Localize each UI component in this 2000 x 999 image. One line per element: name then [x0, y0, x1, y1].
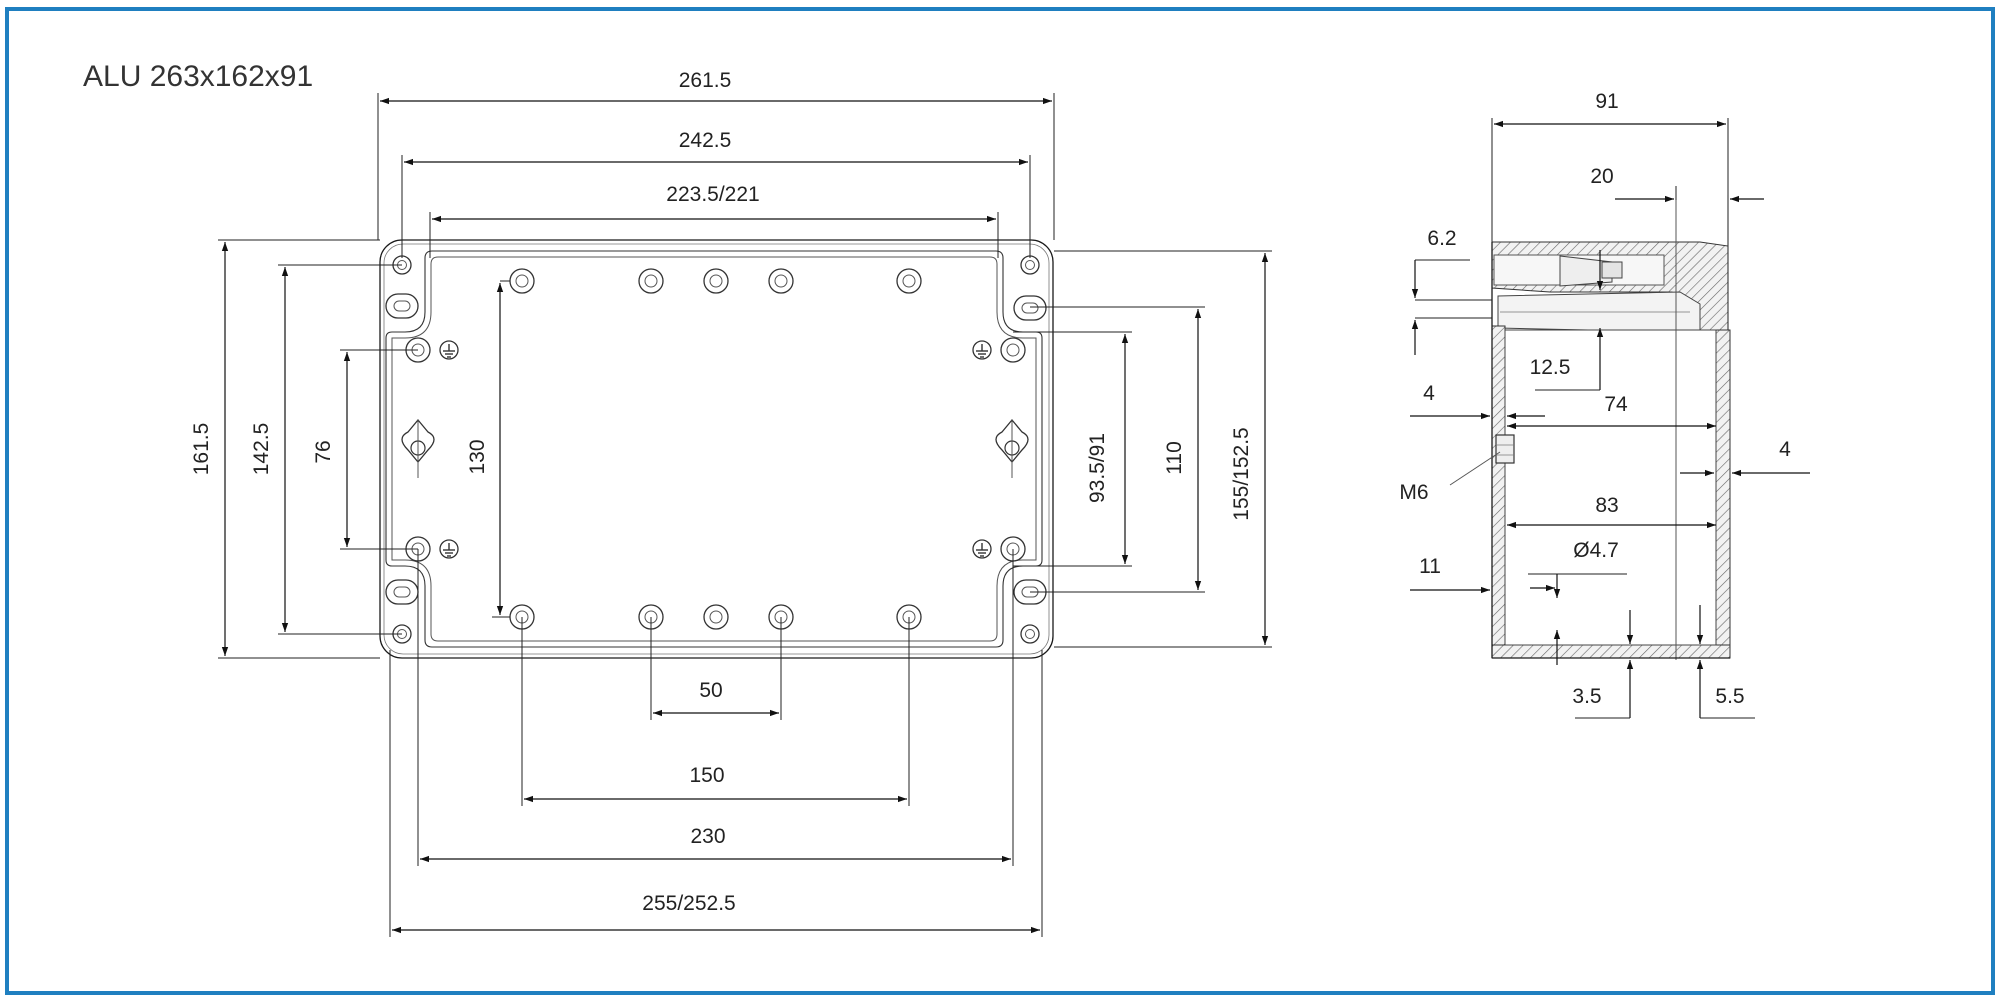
dim-20: 20 [1590, 165, 1613, 188]
dim-242-5: 242.5 [679, 129, 732, 152]
drawing-title: ALU 263x162x91 [83, 60, 313, 93]
dim-130: 130 [466, 439, 489, 474]
dim-4-left: 4 [1423, 382, 1435, 405]
dim-11: 11 [1419, 555, 1441, 578]
drawing-frame [5, 7, 1995, 995]
dim-4-right: 4 [1779, 438, 1791, 461]
dim-255: 255/252.5 [642, 892, 735, 915]
top-bottom-dimensions [389, 549, 1043, 937]
dim-12-5: 12.5 [1530, 356, 1571, 379]
dim-261-5: 261.5 [679, 69, 732, 92]
mounting-hole-icon [392, 255, 1040, 644]
ground-symbol-icon [439, 340, 992, 559]
dim-155: 155/152.5 [1230, 427, 1253, 520]
dim-150: 150 [689, 764, 724, 787]
dim-50: 50 [699, 679, 722, 702]
dim-6-2: 6.2 [1427, 227, 1456, 250]
wall-bracket-icon [401, 418, 1029, 478]
top-left-height-dimensions [218, 239, 510, 659]
dim-m6: M6 [1399, 481, 1428, 504]
dim-74: 74 [1604, 393, 1628, 416]
slot-holes [385, 293, 1047, 605]
top-width-dimensions [377, 93, 1055, 258]
dim-3-5: 3.5 [1572, 685, 1601, 708]
dim-83: 83 [1595, 494, 1618, 517]
housing-outline [379, 239, 1054, 659]
top-view: 261.5 242.5 223.5/221 161.5 142.5 76 130… [190, 69, 1272, 937]
dim-230: 230 [690, 825, 725, 848]
side-view [1410, 118, 1810, 719]
dim-161-5: 161.5 [190, 423, 213, 476]
dim-diameter-4-7: Ø4.7 [1573, 539, 1619, 562]
dim-5-5: 5.5 [1715, 685, 1744, 708]
top-right-height-dimensions [1013, 250, 1272, 648]
dim-76: 76 [312, 440, 335, 463]
dim-93-5: 93.5/91 [1086, 433, 1109, 503]
dim-142-5: 142.5 [250, 423, 273, 476]
dim-223-5: 223.5/221 [666, 183, 759, 206]
dim-110: 110 [1163, 441, 1186, 474]
boss-holes [405, 268, 1026, 630]
dim-91: 91 [1595, 90, 1618, 113]
